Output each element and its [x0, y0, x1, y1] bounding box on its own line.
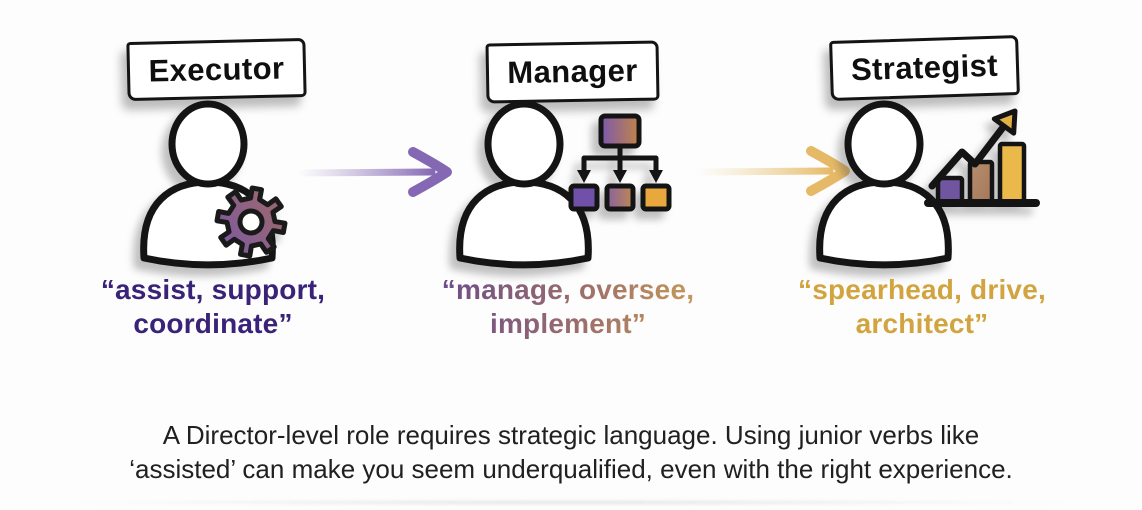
stage-label-strategist: Strategist — [850, 47, 999, 88]
caption-line1: A Director-level role requires strategic… — [162, 420, 980, 450]
arrow-manager-to-strategist — [690, 146, 850, 196]
executor-verbs-line1: “assist, support, — [100, 274, 326, 305]
strategist-verbs: “spearhead, drive, architect” — [752, 273, 1092, 341]
executor-figure — [140, 100, 288, 269]
bottom-edge-smudge — [70, 499, 1072, 506]
arrow-executor-to-manager — [294, 147, 452, 197]
org-chart-icon — [568, 113, 672, 212]
stage-label-box-strategist: Strategist — [829, 35, 1020, 101]
stage-label-executor: Executor — [148, 49, 285, 89]
strategist-figure — [816, 100, 1040, 269]
gear-icon — [214, 185, 288, 259]
strategist-verbs-line1: “spearhead, drive, — [798, 274, 1046, 305]
gold-arrow-shaft — [690, 167, 834, 176]
stage-label-box-executor: Executor — [126, 37, 307, 102]
purple-arrow-shaft — [294, 168, 436, 177]
manager-verbs: “manage, oversee, implement” — [398, 273, 738, 341]
manager-figure — [456, 100, 672, 269]
caption: A Director-level role requires strategic… — [0, 418, 1142, 486]
person-icon — [456, 100, 592, 269]
stage-label-box-manager: Manager — [485, 40, 660, 104]
caption-line2: ‘assisted’ can make you seem underqualif… — [129, 454, 1013, 484]
purple-arrow-head — [408, 147, 452, 197]
manager-verbs-line2: implement” — [398, 307, 738, 341]
gold-arrow-head — [806, 146, 850, 196]
growth-chart-icon — [924, 108, 1040, 207]
executor-verbs-line2: coordinate” — [133, 308, 293, 339]
manager-verbs-line1: “manage, oversee, — [398, 273, 738, 307]
executor-verbs: “assist, support, coordinate” — [43, 273, 383, 341]
stage-label-manager: Manager — [507, 52, 638, 91]
strategist-verbs-line2: architect” — [855, 308, 989, 339]
